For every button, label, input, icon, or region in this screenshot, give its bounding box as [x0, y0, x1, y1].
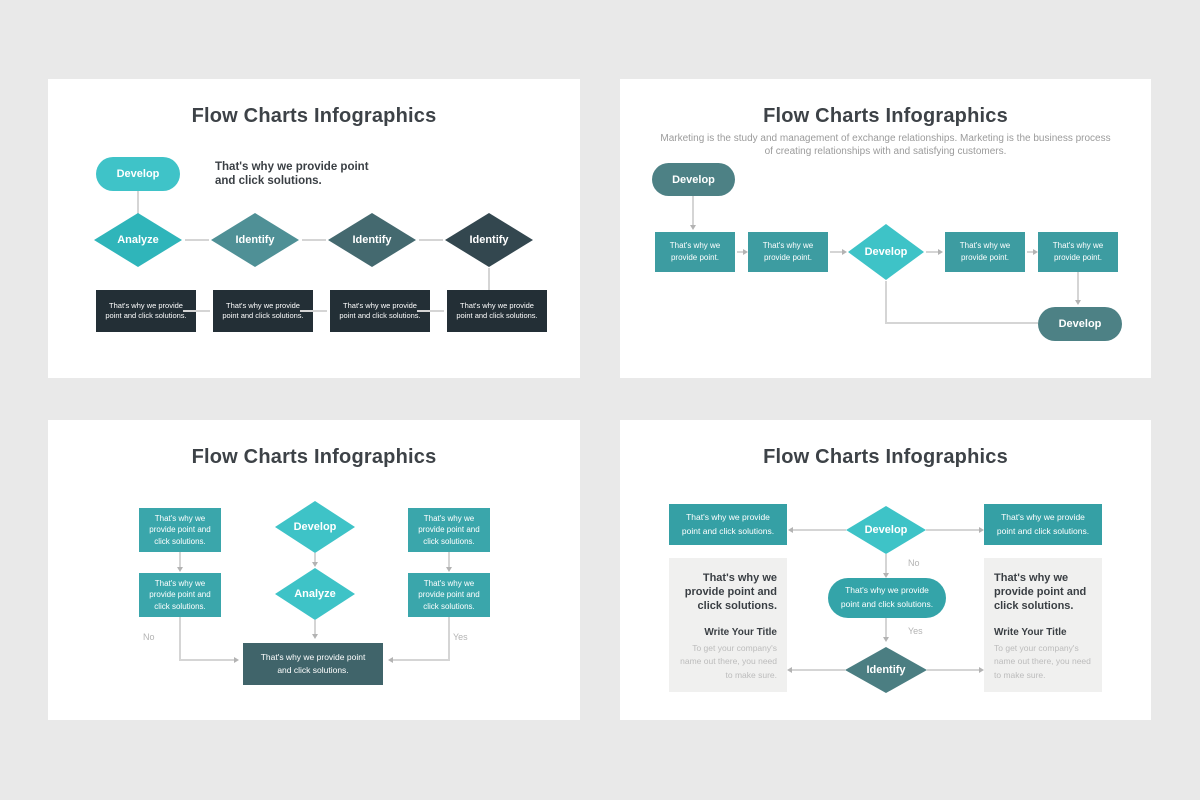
connector — [885, 322, 1038, 324]
start-pill: Develop — [96, 157, 180, 191]
arrow-down-icon — [312, 562, 318, 567]
connector — [393, 659, 450, 661]
process-box: That's why we provide point and click so… — [408, 573, 490, 617]
connector — [488, 268, 490, 290]
slide-card-2[interactable]: Flow Charts Infographics Marketing is th… — [620, 79, 1151, 378]
connector — [314, 620, 316, 634]
process-box: That's why we provide point and click so… — [213, 290, 313, 332]
arrow-right-icon — [979, 667, 984, 673]
arrow-down-icon — [690, 225, 696, 230]
slide2-subtitle: Marketing is the study and management of… — [660, 133, 1111, 157]
side-panel-body: To get your company's name out there, yo… — [994, 643, 1091, 680]
arrow-right-icon — [979, 527, 984, 533]
connector — [926, 251, 939, 253]
connector — [419, 239, 443, 241]
diamond-identify: Identify — [845, 647, 927, 693]
process-box: That's why we provide point and click so… — [669, 504, 787, 545]
connector — [417, 310, 444, 312]
arrow-right-icon — [234, 657, 239, 663]
middle-box: That's why we provide point and click so… — [828, 578, 946, 618]
slide-card-1[interactable]: Flow Charts Infographics Develop That's … — [48, 79, 580, 378]
connector — [1077, 272, 1079, 300]
connector — [183, 310, 210, 312]
arrow-down-icon — [446, 567, 452, 572]
process-box: That's why we provide point. — [748, 232, 828, 272]
arrow-right-icon — [743, 249, 748, 255]
connector — [692, 196, 694, 225]
connector — [179, 659, 235, 661]
connector — [300, 310, 327, 312]
connector — [1027, 251, 1034, 253]
side-panel-body: To get your company's name out there, yo… — [680, 643, 777, 680]
connector — [185, 239, 209, 241]
arrow-right-icon — [842, 249, 847, 255]
no-label: No — [143, 632, 155, 642]
connector — [927, 669, 980, 671]
end-pill: Develop — [1038, 307, 1122, 341]
process-box: That's why we provide point and click so… — [96, 290, 196, 332]
connector — [737, 251, 744, 253]
diamond-develop: Develop — [848, 224, 924, 280]
diamond-identify-2: Identify — [328, 213, 416, 267]
connector — [885, 281, 887, 324]
diamond-analyze: Analyze — [275, 568, 355, 620]
connector — [793, 529, 846, 531]
process-box: That's why we provide point. — [655, 232, 735, 272]
connector — [885, 554, 887, 573]
process-box: That's why we provide point and click so… — [330, 290, 430, 332]
arrow-right-icon — [1033, 249, 1038, 255]
yes-label: Yes — [908, 626, 923, 636]
process-box: That's why we provide point and click so… — [984, 504, 1102, 545]
slide4-title: Flow Charts Infographics — [763, 446, 1008, 468]
process-box: That's why we provide point and click so… — [139, 573, 221, 617]
arrow-left-icon — [388, 657, 393, 663]
arrow-down-icon — [883, 637, 889, 642]
yes-label: Yes — [453, 632, 468, 642]
connector — [792, 669, 845, 671]
process-box: That's why we provide point and click so… — [139, 508, 221, 552]
slide1-title: Flow Charts Infographics — [191, 105, 437, 127]
arrow-down-icon — [312, 634, 318, 639]
connector — [830, 251, 843, 253]
connector — [448, 617, 450, 661]
diamond-identify-3: Identify — [445, 213, 533, 267]
start-pill: Develop — [652, 163, 735, 196]
slide1-blurb: That's why we provide point and click so… — [215, 161, 369, 187]
side-panel-right: That's why we provide point and click so… — [984, 558, 1102, 692]
process-box: That's why we provide point and click so… — [408, 508, 490, 552]
diamond-analyze: Analyze — [94, 213, 182, 267]
process-box: That's why we provide point. — [1038, 232, 1118, 272]
slide3-title: Flow Charts Infographics — [191, 446, 437, 468]
arrow-left-icon — [787, 667, 792, 673]
side-panel-subheading: Write Your Title — [704, 627, 777, 639]
connector — [179, 552, 181, 567]
connector — [302, 239, 326, 241]
side-panel-left: That's why we provide point and click so… — [669, 558, 787, 692]
slide2-title: Flow Charts Infographics — [763, 105, 1008, 127]
slide-card-4[interactable]: Flow Charts Infographics That's why we p… — [620, 420, 1151, 720]
diamond-develop: Develop — [846, 506, 926, 554]
no-label: No — [908, 558, 920, 568]
arrow-down-icon — [1075, 300, 1081, 305]
connector — [885, 618, 887, 637]
connector — [448, 552, 450, 567]
diamond-identify-1: Identify — [211, 213, 299, 267]
connector — [179, 617, 181, 661]
slide-card-3[interactable]: Flow Charts Infographics That's why we p… — [48, 420, 580, 720]
side-panel-heading: That's why we provide point and click so… — [684, 572, 777, 612]
connector — [926, 529, 979, 531]
arrow-down-icon — [177, 567, 183, 572]
process-box: That's why we provide point. — [945, 232, 1025, 272]
connector — [314, 553, 316, 562]
arrow-right-icon — [938, 249, 943, 255]
end-box: That's why we provide point and click so… — [243, 643, 383, 685]
side-panel-subheading: Write Your Title — [994, 627, 1067, 639]
diamond-develop: Develop — [275, 501, 355, 553]
arrow-down-icon — [883, 573, 889, 578]
arrow-left-icon — [788, 527, 793, 533]
connector — [137, 191, 139, 214]
process-box: That's why we provide point and click so… — [447, 290, 547, 332]
side-panel-heading: That's why we provide point and click so… — [994, 572, 1087, 612]
